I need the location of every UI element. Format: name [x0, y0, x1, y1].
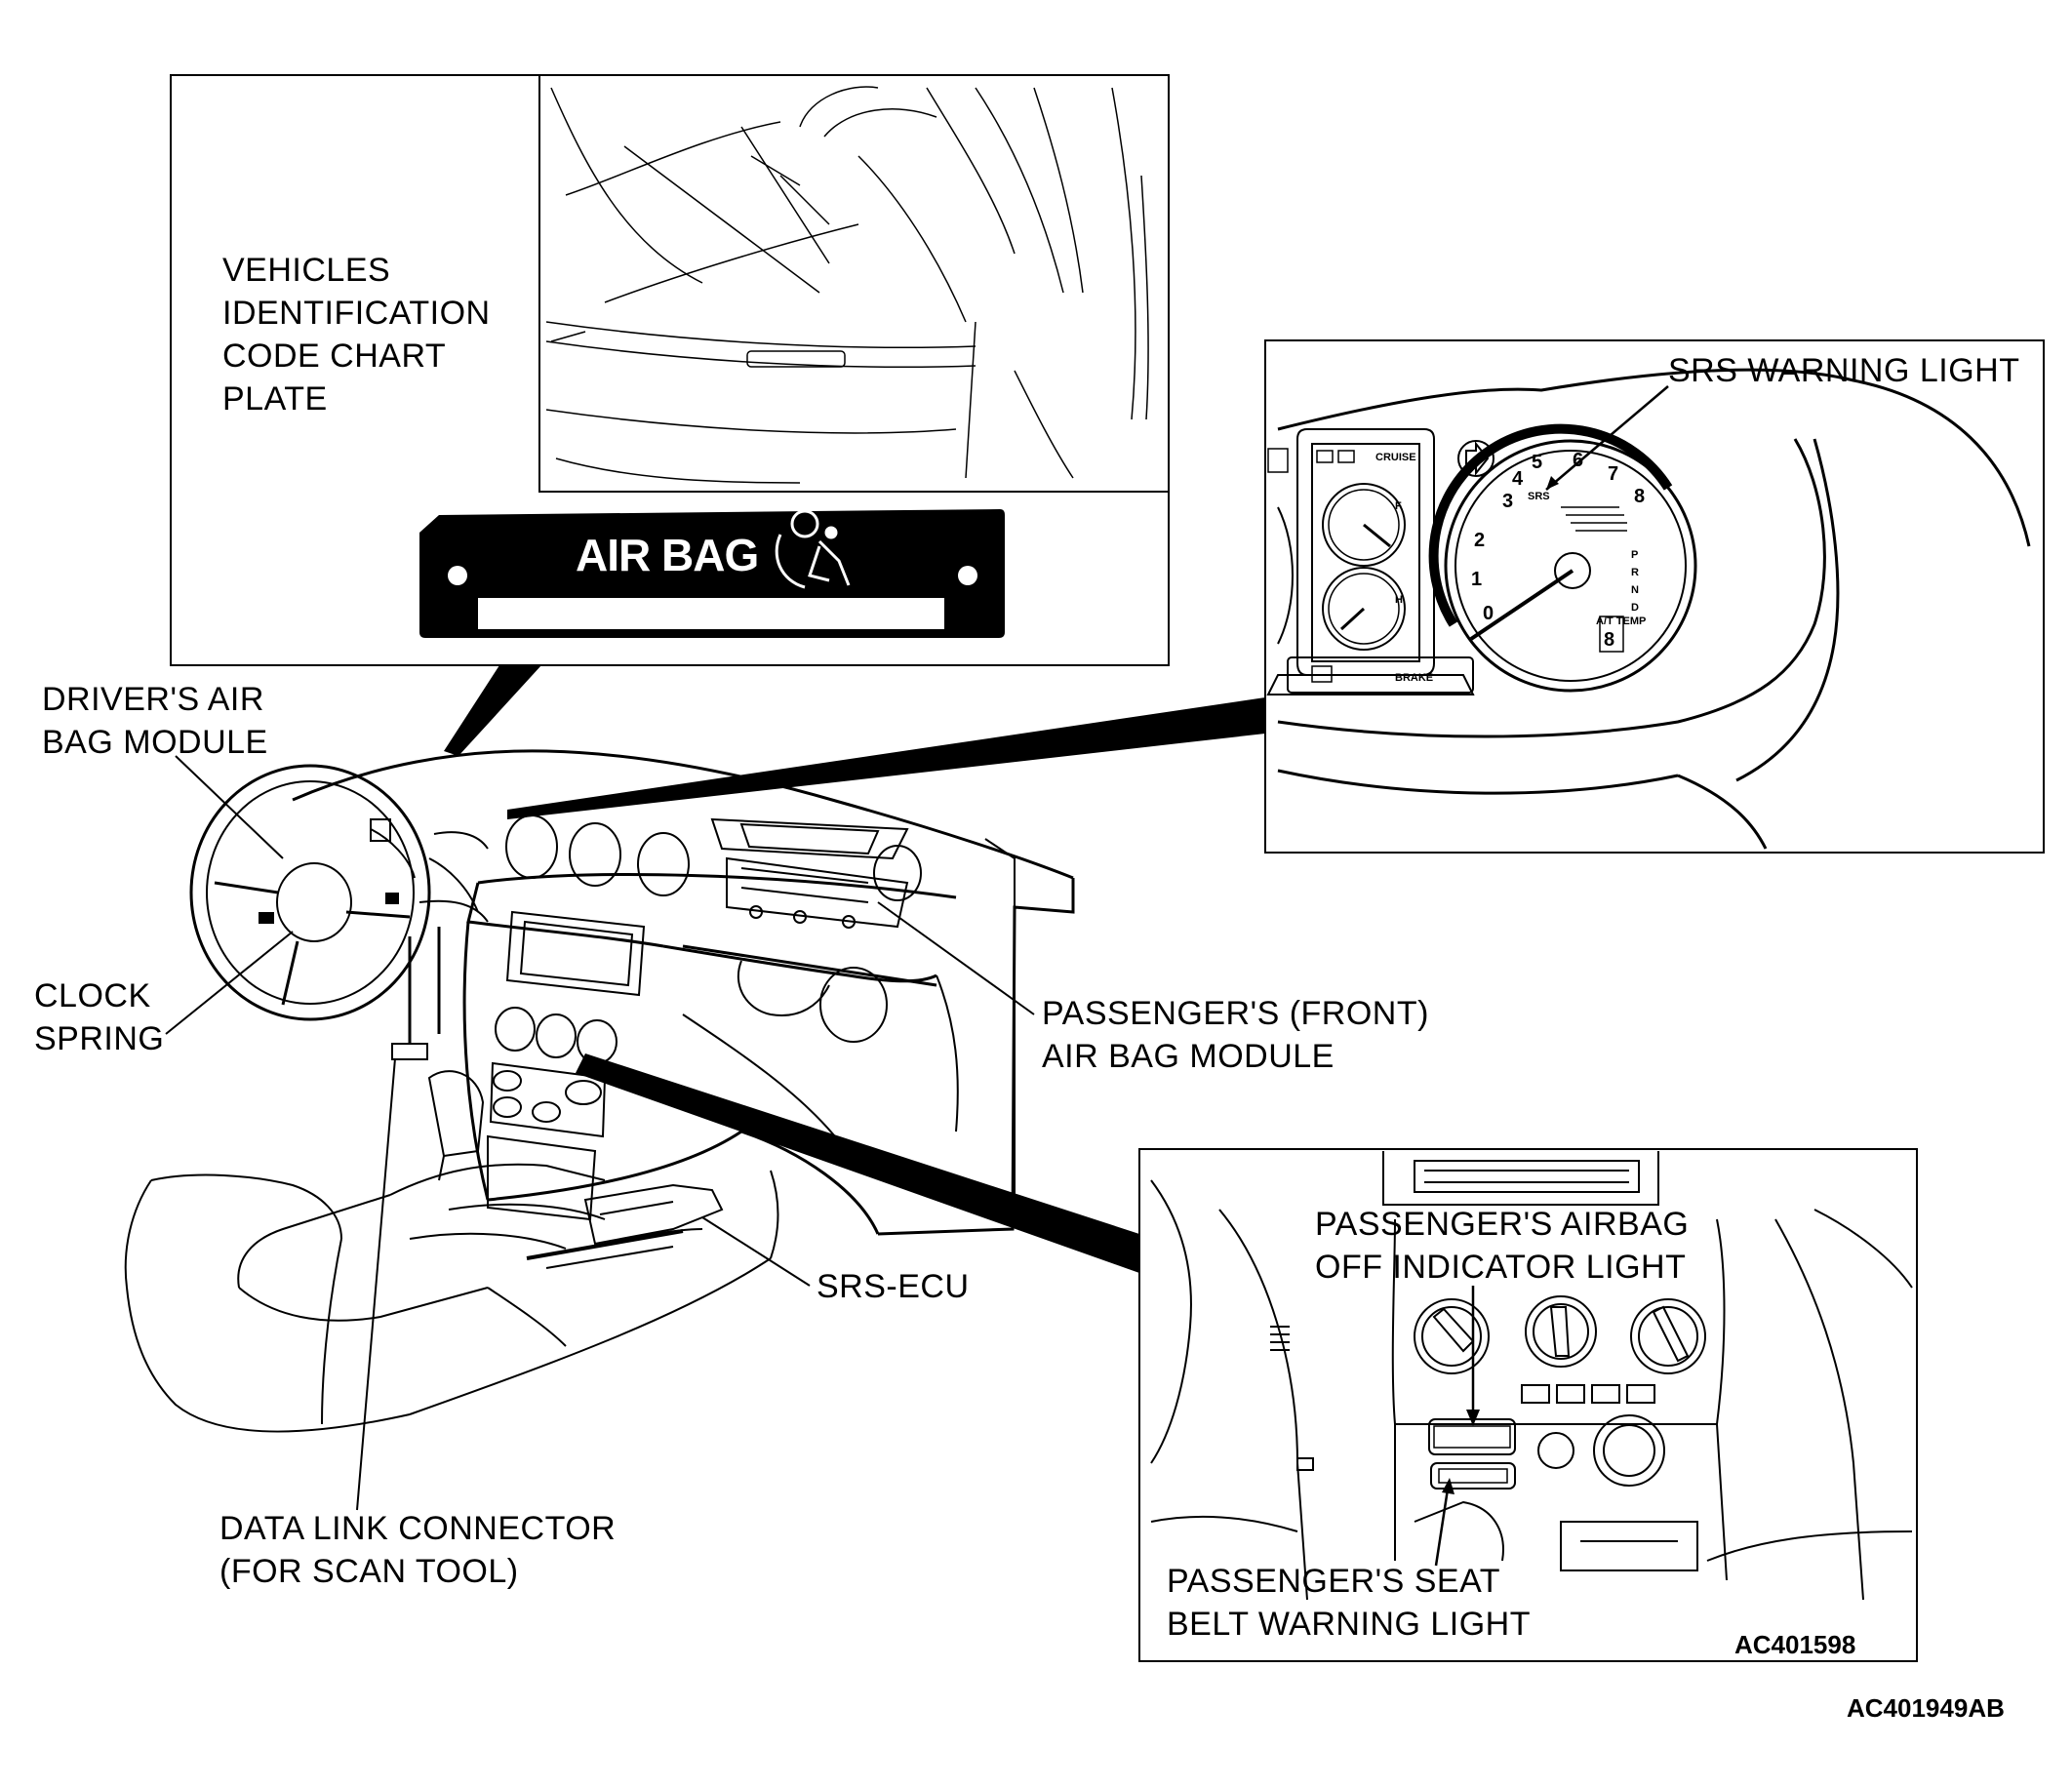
- data-link-connector-label-line2: (FOR SCAN TOOL): [219, 1553, 519, 1590]
- cruise-indicator: CRUISE: [1375, 452, 1416, 463]
- inset-figure-code: AC401598: [1734, 1630, 1855, 1659]
- plate-code-window: [478, 598, 944, 629]
- passenger-front-airbag-leader: [877, 901, 1035, 1015]
- passenger-seatbelt-label-line1: PASSENGER'S SEAT: [1167, 1563, 1500, 1600]
- passenger-seatbelt-label-line2: BELT WARNING LIGHT: [1167, 1606, 1531, 1643]
- temp-hot-mark: H: [1395, 594, 1403, 606]
- srs-inset-frame: [1264, 339, 2045, 854]
- center-console: [124, 1070, 779, 1433]
- vic-pointer: [444, 665, 541, 756]
- interior-sketch: [545, 86, 1149, 484]
- vic-interior-view-frame: [538, 74, 1170, 493]
- drivers-airbag-label-line2: BAG MODULE: [42, 724, 268, 761]
- clock-spring-label-line2: SPRING: [34, 1020, 164, 1057]
- vic-plate-inset: VEHICLES IDENTIFICATION CODE CHART PLATE…: [170, 74, 1170, 756]
- tachometer: 3 4 5 6 7 8 2 1 0 SRS P R N D A/T TEMP 8: [1428, 423, 1697, 693]
- passenger-indicator-inset: PASSENGER'S AIRBAG OFF INDICATOR LIGHT P…: [576, 1053, 1918, 1662]
- srs-ecu-leader: [701, 1216, 811, 1287]
- gear-n: N: [1631, 584, 1639, 596]
- drivers-airbag-pad: [276, 862, 352, 942]
- gear-r: R: [1631, 567, 1639, 578]
- passenger-inset-pointer: [576, 1053, 1139, 1273]
- cluster-hood: [1277, 368, 2031, 850]
- plate-hole-left: [448, 566, 467, 585]
- brake-indicator: BRAKE: [1395, 672, 1433, 684]
- left-gauge-pod: F H CRUISE: [1296, 428, 1435, 676]
- steering-column: [408, 831, 489, 1044]
- airbag-person-icon: [775, 509, 851, 589]
- tach-number-0: 0: [1483, 603, 1494, 624]
- hvac-knobs: [1414, 1295, 1706, 1404]
- clock-spring-leader: [165, 931, 294, 1035]
- vic-plate-label-line1: VEHICLES: [222, 252, 390, 289]
- srs-warning-light-inset: SRS WARNING LIGHT F H CRUISE: [507, 339, 2045, 854]
- tach-number-2: 2: [1474, 530, 1485, 551]
- airbag-plate: AIR BAG: [419, 509, 1005, 638]
- srs-inset-pointer: [507, 697, 1265, 819]
- srs-ecu-label: SRS-ECU: [817, 1268, 970, 1305]
- gear-d: D: [1631, 602, 1639, 614]
- vic-plate-label-line3: CODE CHART: [222, 338, 446, 375]
- passenger-airbag-off-label-line1: PASSENGER'S AIRBAG: [1315, 1206, 1689, 1243]
- drivers-airbag-leader: [175, 755, 284, 859]
- tach-number-8: 8: [1634, 486, 1645, 507]
- passenger-side-panel: [682, 838, 1016, 1210]
- passenger-front-airbag-label-line1: PASSENGER'S (FRONT): [1042, 995, 1429, 1032]
- data-link-connector-part: [391, 1043, 428, 1060]
- data-link-connector-label-line1: DATA LINK CONNECTOR: [219, 1510, 616, 1547]
- tach-number-5: 5: [1532, 452, 1542, 473]
- drivers-airbag-label-line1: DRIVER'S AIR: [42, 681, 264, 718]
- passenger-airbag-off-label-line2: OFF INDICATOR LIGHT: [1315, 1249, 1686, 1286]
- brake-indicator-strip: BRAKE: [1266, 656, 1475, 695]
- passenger-inset-frame: [1138, 1148, 1918, 1662]
- passenger-airbag-module-part: [682, 817, 937, 1016]
- inset-side-details: [1150, 1179, 1913, 1601]
- plate-hole-right: [958, 566, 977, 585]
- passenger-seatbelt-leader: [1434, 1482, 1451, 1567]
- passenger-front-airbag-label-line2: AIR BAG MODULE: [1042, 1038, 1335, 1075]
- passenger-seatbelt-warning-indicator: [1430, 1462, 1516, 1490]
- gear-display-digit: 8: [1604, 629, 1614, 651]
- fuel-full-mark: F: [1395, 500, 1402, 512]
- data-link-connector-leader: [356, 1057, 396, 1511]
- tach-number-7: 7: [1608, 463, 1618, 485]
- tach-number-1: 1: [1471, 569, 1482, 590]
- center-vents: [505, 815, 922, 1043]
- left-edge-gauge: [1267, 448, 1294, 645]
- srs-indicator-text: SRS: [1528, 491, 1550, 502]
- tach-number-4: 4: [1512, 468, 1524, 490]
- srs-ecu-part: [526, 1183, 724, 1269]
- audio-unit: [1382, 1151, 1659, 1206]
- srs-hatch: [1561, 506, 1627, 532]
- figure-code: AC401949AB: [1847, 1693, 2005, 1723]
- at-temp-indicator: A/T TEMP: [1596, 616, 1646, 627]
- center-display: [487, 910, 646, 1221]
- turn-signal-right-icon: [1457, 440, 1494, 477]
- gear-p: P: [1631, 549, 1638, 561]
- main-labels: DRIVER'S AIR BAG MODULE CLOCK SPRING PAS…: [34, 681, 1429, 1590]
- srs-warning-leader: [1545, 385, 1669, 491]
- vic-plate-label-line4: PLATE: [222, 380, 328, 417]
- airbag-plate-text: AIR BAG: [576, 530, 758, 580]
- vic-plate-label-line2: IDENTIFICATION: [222, 295, 491, 332]
- tach-number-6: 6: [1573, 450, 1583, 471]
- dashboard-main-illustration: [124, 749, 1075, 1433]
- clock-spring-label-line1: CLOCK: [34, 977, 151, 1014]
- steering-wheel: [189, 764, 431, 1021]
- tach-number-3: 3: [1502, 491, 1513, 512]
